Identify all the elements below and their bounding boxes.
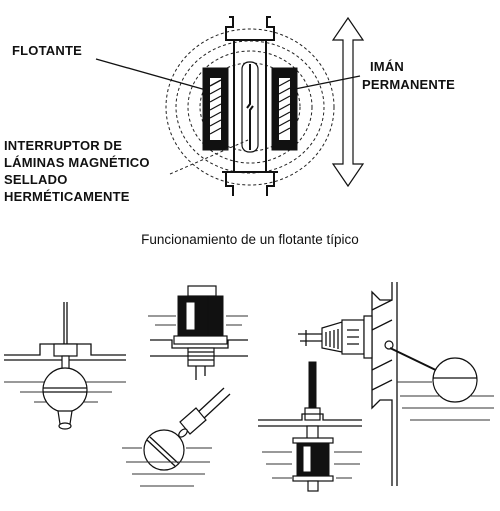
example-vertical-rod xyxy=(258,361,362,492)
label-switch-line2: LÁMINAS MAGNÉTICO xyxy=(4,155,150,170)
lever-float xyxy=(432,357,478,403)
magnetic-float xyxy=(296,439,330,479)
example-top-mount-ball xyxy=(4,302,126,430)
glass-capsule xyxy=(241,61,259,153)
label-switch-line4: HERMÉTICAMENTE xyxy=(4,189,130,204)
reed-switch-detail: FLOTANTE IMÁN PERMANENTE INTERRUPTOR DE … xyxy=(4,16,455,204)
example-flange-mount xyxy=(148,285,248,380)
label-switch-line3: SELLADO xyxy=(4,172,68,187)
reed-blade-lower xyxy=(249,105,254,150)
float-magnet-right xyxy=(271,67,298,151)
label-switch-line1: INTERRUPTOR DE xyxy=(4,138,122,153)
example-angled-ball xyxy=(122,387,231,487)
label-magnet-line2: PERMANENTE xyxy=(362,77,455,92)
ball-float-1 xyxy=(42,367,88,413)
label-float: FLOTANTE xyxy=(12,43,82,58)
example-side-mount-lever xyxy=(298,282,494,486)
reed-blade-upper xyxy=(246,64,251,109)
label-magnet-line1: IMÁN xyxy=(370,59,404,74)
float-magnet-left xyxy=(202,67,229,151)
diagram-caption: Funcionamiento de un flotante típico xyxy=(141,232,359,247)
motion-arrow-icon xyxy=(331,16,365,188)
